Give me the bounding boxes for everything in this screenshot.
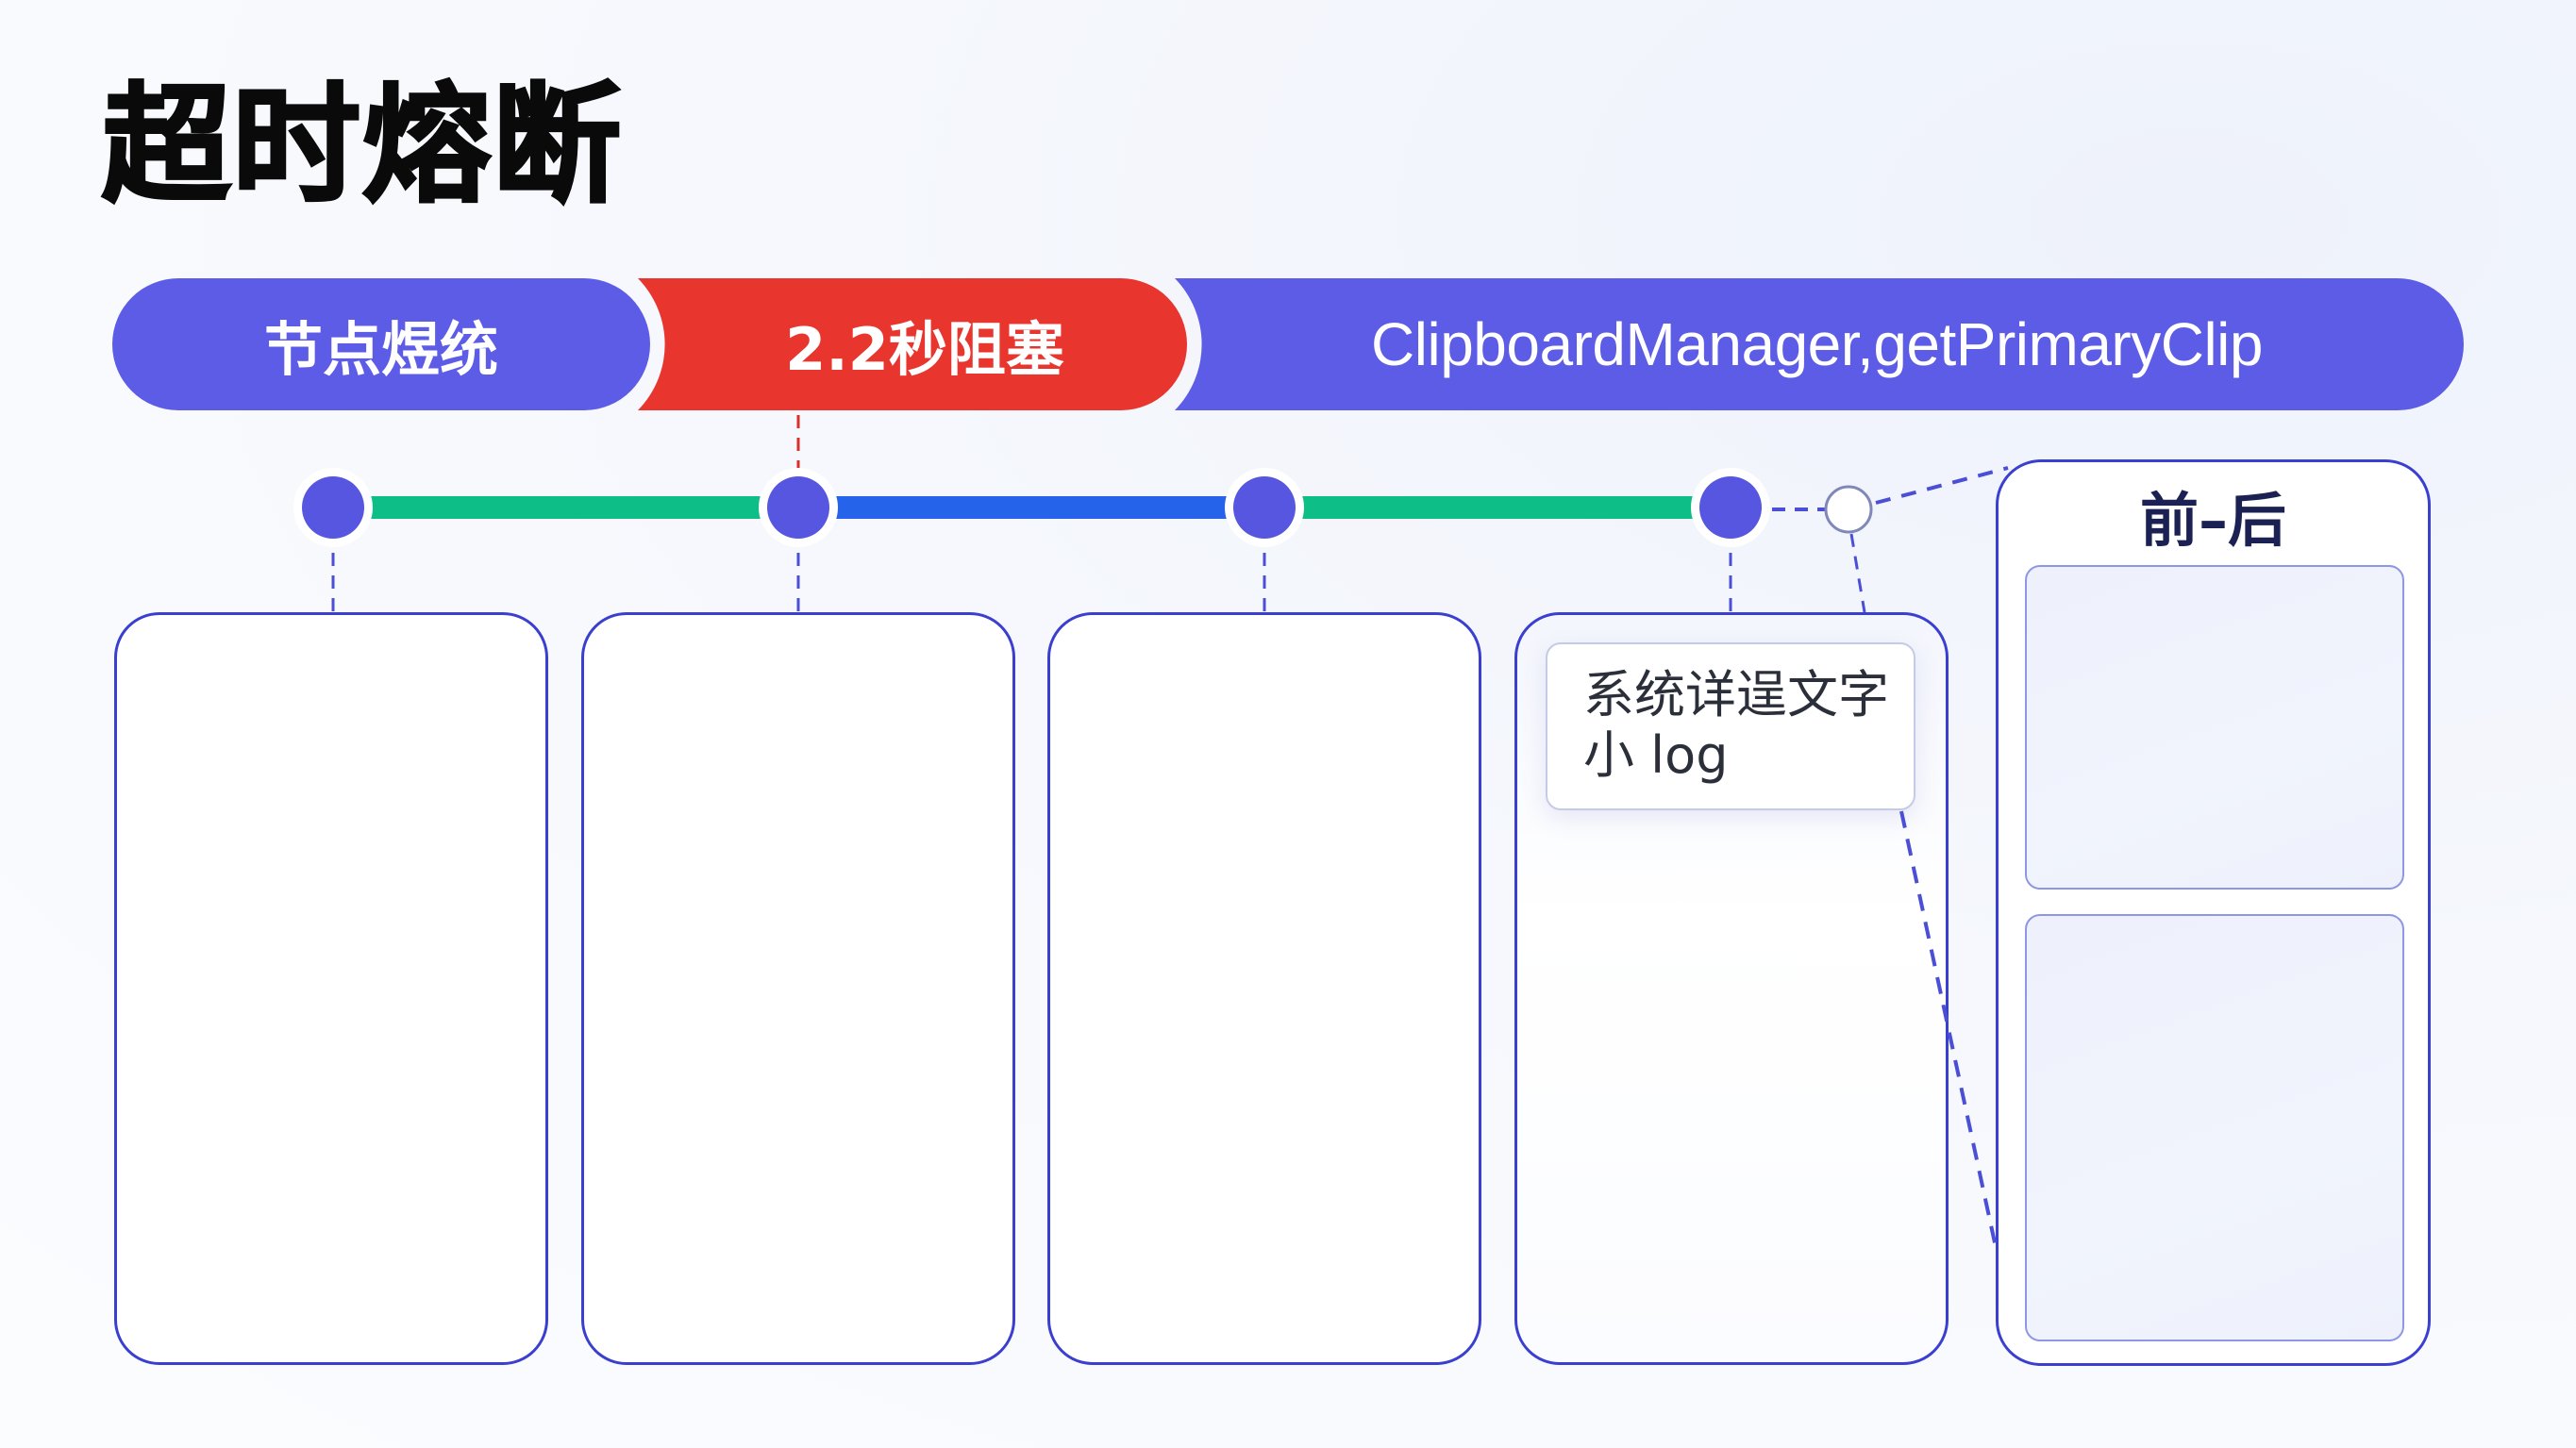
compare-panel: 前–后 [1996, 459, 2431, 1366]
header-segment-blocking[interactable] [638, 278, 1187, 410]
header-bar [112, 278, 2464, 410]
timeline-node-4[interactable] [1691, 468, 1770, 547]
header-segment-node[interactable] [112, 278, 650, 410]
timeline-node-3[interactable] [1225, 468, 1304, 547]
system-log-box: 系统详逞文字 小 log [1546, 642, 1915, 810]
compare-slot-after[interactable] [2025, 914, 2404, 1341]
compare-slot-before[interactable] [2025, 565, 2404, 890]
page-title: 超时熔断 [101, 71, 623, 223]
timeline-connector-1 [364, 496, 767, 519]
header-segment-api[interactable] [1175, 278, 2464, 410]
timeline-node-1[interactable] [293, 468, 373, 547]
timeline-connector-3 [1296, 496, 1699, 519]
timeline-connector-2 [829, 496, 1233, 519]
timeline-node-5-hollow[interactable] [1824, 485, 1873, 534]
drop-line-5 [1849, 533, 1866, 613]
compare-panel-title: 前–后 [2139, 486, 2286, 555]
stage-card-2[interactable] [581, 612, 1015, 1365]
compare-link-line [1875, 466, 2009, 505]
stage-card-3[interactable] [1047, 612, 1481, 1365]
timeline [293, 466, 2009, 613]
log-line-2: 小 log [1583, 725, 1729, 785]
stage-card-1[interactable] [114, 612, 548, 1365]
log-line-1: 系统详逞文字 [1583, 665, 1889, 724]
timeline-node-2[interactable] [759, 468, 838, 547]
